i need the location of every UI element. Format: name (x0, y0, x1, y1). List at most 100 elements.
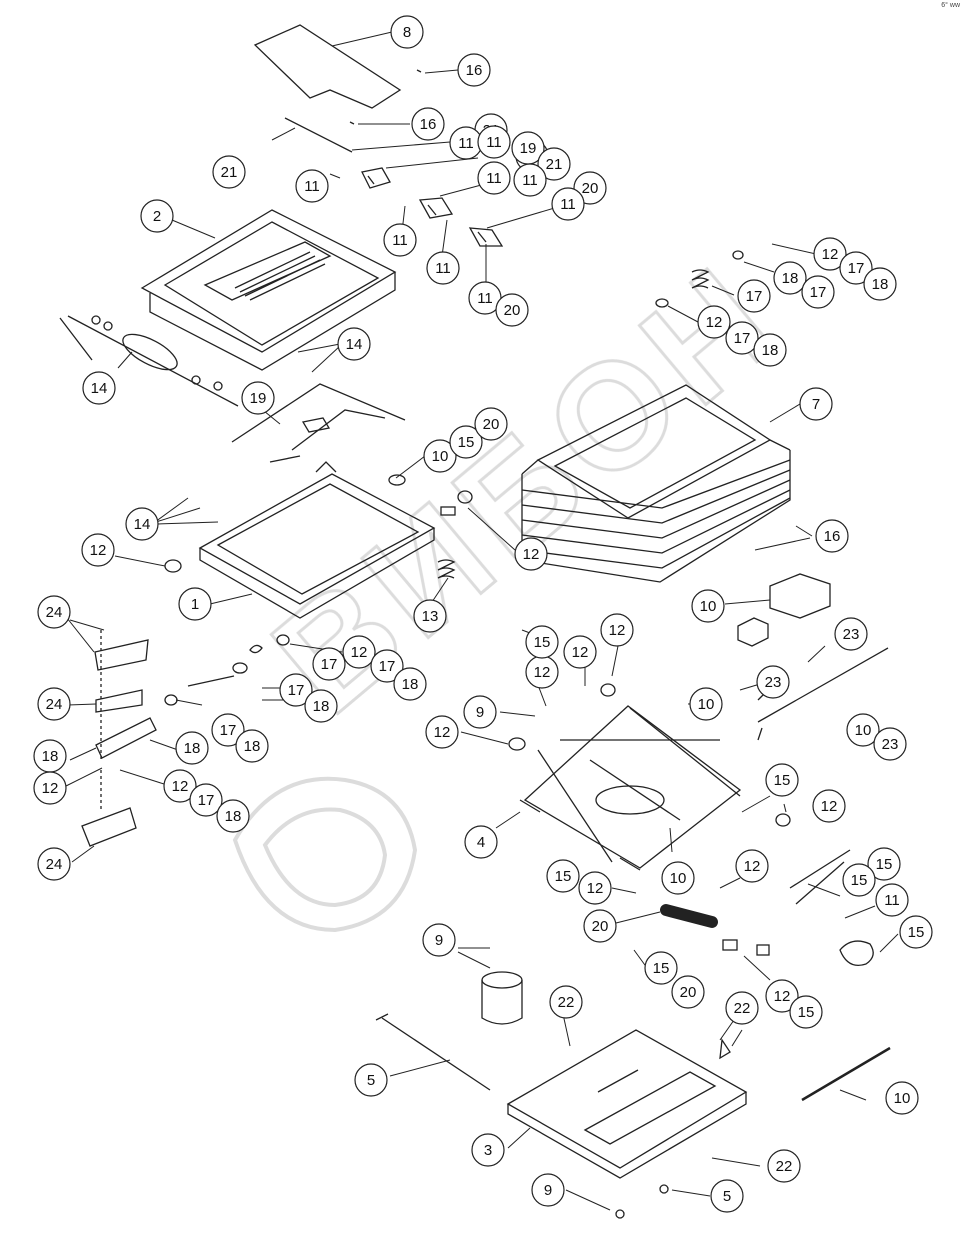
part-spring-top (691, 269, 710, 289)
callout-circle (216, 799, 250, 833)
callout-circle (813, 237, 847, 271)
callout-number: 15 (774, 772, 791, 789)
callout-number: 24 (46, 856, 63, 873)
callout-circle (33, 771, 67, 805)
callout-number: 15 (798, 1004, 815, 1021)
callout-circle (513, 163, 547, 197)
callout-19: 19 (511, 131, 545, 165)
callout-circle (411, 107, 445, 141)
callout-circle (867, 847, 901, 881)
callout-number: 5 (723, 1188, 731, 1205)
callout-number: 12 (523, 546, 540, 563)
callout-10: 10 (846, 713, 880, 747)
callout-circle (671, 975, 705, 1009)
callout-number: 12 (172, 778, 189, 795)
callout-11: 11 (468, 281, 502, 315)
callout-16: 16 (411, 107, 445, 141)
callout-circle (426, 251, 460, 285)
callout-circle (474, 407, 508, 441)
callout-15: 15 (789, 995, 823, 1029)
callout-18: 18 (304, 689, 338, 723)
callout-circle (477, 125, 511, 159)
callout-number: 21 (221, 164, 238, 181)
callout-number: 11 (392, 232, 408, 249)
callout-number: 8 (403, 24, 411, 41)
callout-5: 5 (710, 1179, 744, 1213)
callout-10: 10 (691, 589, 725, 623)
callout-18: 18 (235, 729, 269, 763)
callout-17: 17 (211, 713, 245, 747)
callout-18: 18 (175, 731, 209, 765)
callout-12: 12 (697, 305, 731, 339)
callout-number: 12 (744, 858, 761, 875)
callout-circle (163, 769, 197, 803)
callout-circle (846, 713, 880, 747)
callout-12: 12 (563, 635, 597, 669)
callout-number: 12 (351, 644, 368, 661)
callout-11: 11 (477, 161, 511, 195)
callout-circle (834, 617, 868, 651)
callout-circle (337, 327, 371, 361)
callout-12: 12 (600, 613, 634, 647)
callout-16: 16 (457, 53, 491, 87)
callout-circle (661, 861, 695, 895)
callout-15: 15 (449, 425, 483, 459)
callout-12: 12 (81, 533, 115, 567)
part-bellows-7 (521, 384, 791, 583)
part-scissor-4 (519, 705, 742, 871)
callout-17: 17 (839, 251, 873, 285)
part-damper-18 (95, 717, 157, 759)
callout-20: 20 (474, 407, 508, 441)
part-bracket-b (418, 197, 454, 219)
callout-number: 17 (288, 682, 305, 699)
part-cover-plate (253, 24, 402, 109)
callout-number: 15 (653, 960, 670, 977)
part-bracket-c (468, 227, 504, 247)
callout-number: 23 (843, 626, 860, 643)
callout-number: 3 (484, 1142, 492, 1159)
parts-drawings (59, 24, 891, 1219)
callout-12: 12 (33, 771, 67, 805)
callout-20: 20 (583, 909, 617, 943)
callout-circle (549, 985, 583, 1019)
callout-15: 15 (842, 863, 876, 897)
callout-circle (899, 915, 933, 949)
callout-number: 10 (698, 696, 715, 713)
callout-number: 11 (458, 135, 474, 152)
part-upper-frame (140, 209, 397, 371)
callout-circle (767, 1149, 801, 1183)
callout-17: 17 (312, 647, 346, 681)
callout-number: 11 (477, 290, 493, 307)
callout-number: 2 (153, 208, 161, 225)
callout-11: 11 (383, 223, 417, 257)
callout-number: 20 (592, 918, 609, 935)
callout-12: 12 (765, 979, 799, 1013)
callout-number: 13 (422, 608, 439, 625)
part-lever-19 (231, 383, 406, 463)
callout-layer: 8161621111121111921111120111111111120212… (33, 15, 933, 1213)
callout-number: 19 (250, 390, 267, 407)
callout-number: 11 (435, 260, 451, 277)
callout-number: 22 (776, 1158, 793, 1175)
callout-circle (279, 673, 313, 707)
callout-number: 20 (504, 302, 521, 319)
callout-15: 15 (867, 847, 901, 881)
callout-number: 11 (884, 892, 900, 909)
callout-14: 14 (337, 327, 371, 361)
callout-12: 12 (342, 635, 376, 669)
part-rod-21 (284, 117, 353, 153)
callout-number: 15 (534, 634, 551, 651)
callout-17: 17 (279, 673, 313, 707)
callout-18: 18 (773, 261, 807, 295)
callout-number: 15 (908, 924, 925, 941)
callout-number: 14 (346, 336, 363, 353)
callout-circle (37, 687, 71, 721)
callout-number: 12 (534, 664, 551, 681)
part-bracket-24a (94, 639, 149, 671)
callout-9: 9 (422, 923, 456, 957)
callout-number: 18 (225, 808, 242, 825)
callout-9: 9 (531, 1173, 565, 1207)
callout-circle (773, 261, 807, 295)
callout-24: 24 (37, 595, 71, 629)
callout-number: 21 (546, 156, 563, 173)
